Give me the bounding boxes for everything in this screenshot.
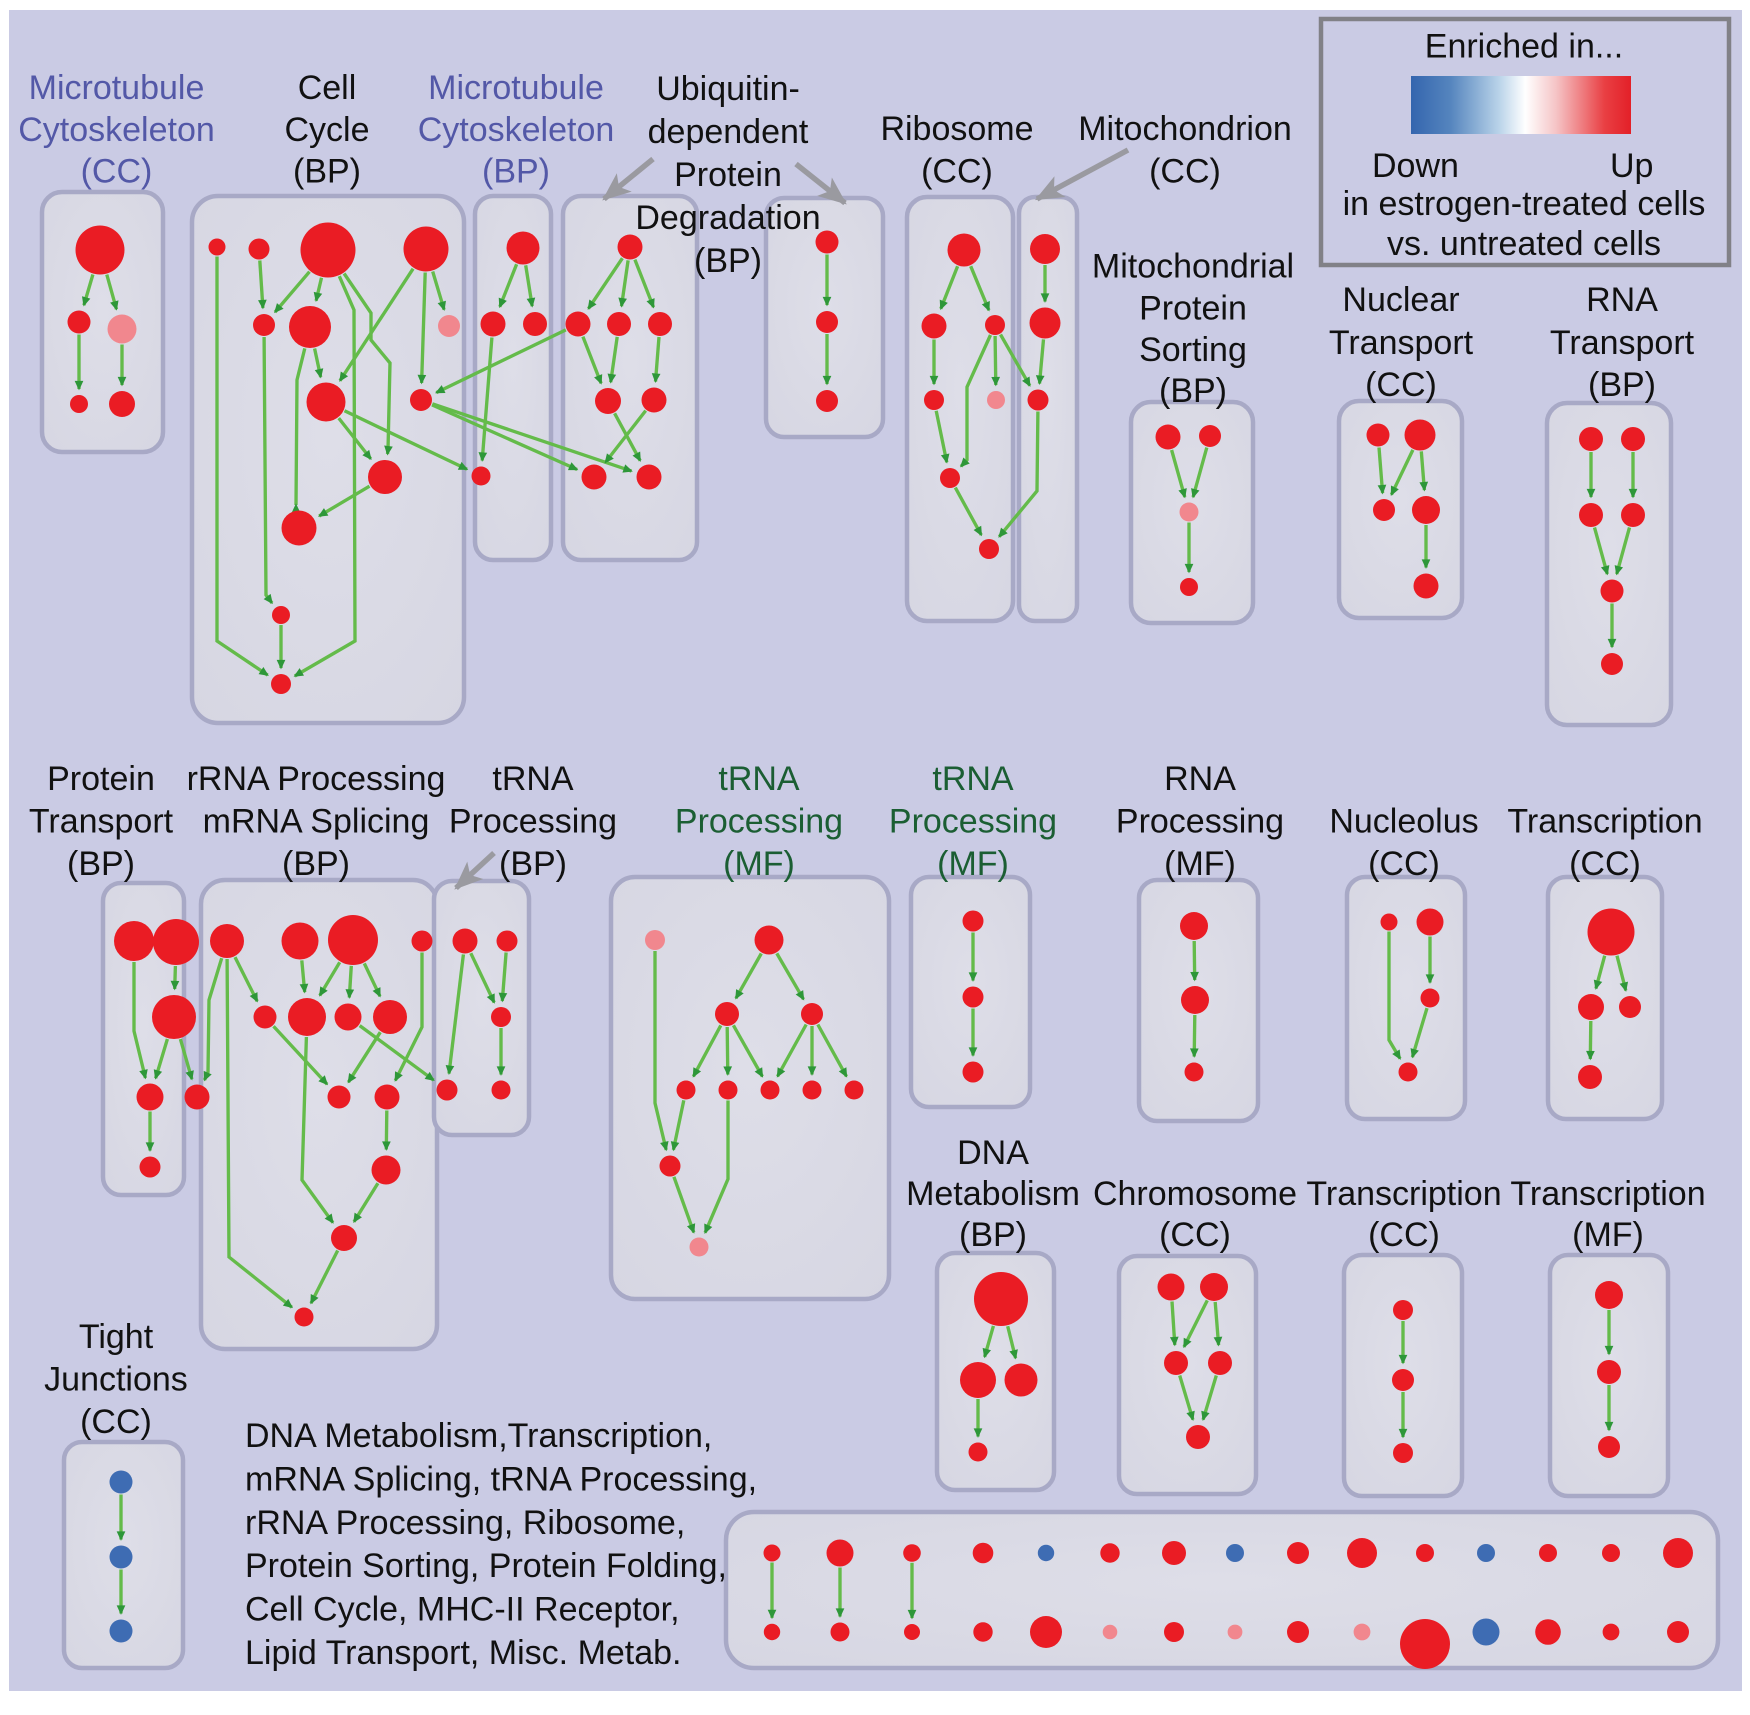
svg-text:(BP): (BP) — [482, 153, 550, 191]
svg-text:Mitochondrial: Mitochondrial — [1092, 248, 1294, 286]
svg-text:Protein: Protein — [1139, 290, 1247, 328]
svg-text:Sorting: Sorting — [1139, 331, 1247, 369]
svg-text:Enriched in...: Enriched in... — [1425, 28, 1623, 66]
svg-text:(BP): (BP) — [293, 153, 361, 191]
svg-text:Transcription: Transcription — [1510, 1175, 1705, 1213]
svg-text:tRNA: tRNA — [932, 760, 1014, 798]
svg-text:Up: Up — [1610, 147, 1653, 185]
svg-text:RNA: RNA — [1586, 281, 1658, 319]
svg-text:vs. untreated cells: vs. untreated cells — [1387, 225, 1661, 263]
svg-text:Ubiquitin-: Ubiquitin- — [656, 70, 800, 108]
svg-text:mRNA Splicing, tRNA Processing: mRNA Splicing, tRNA Processing, — [245, 1460, 757, 1498]
svg-text:Nuclear: Nuclear — [1342, 281, 1459, 319]
svg-text:Microtubule: Microtubule — [29, 69, 205, 107]
svg-text:(CC): (CC) — [1365, 366, 1437, 404]
svg-text:in estrogen-treated cells: in estrogen-treated cells — [1343, 185, 1706, 223]
svg-text:(CC): (CC) — [1368, 1216, 1440, 1254]
svg-text:(CC): (CC) — [1569, 845, 1641, 883]
svg-text:(CC): (CC) — [1149, 153, 1221, 191]
svg-text:Nucleolus: Nucleolus — [1329, 803, 1478, 841]
svg-text:(BP): (BP) — [694, 242, 762, 280]
svg-text:(CC): (CC) — [81, 153, 153, 191]
svg-text:Cycle: Cycle — [284, 111, 369, 149]
svg-text:(BP): (BP) — [1159, 372, 1227, 410]
svg-text:Cytoskeleton: Cytoskeleton — [18, 111, 215, 149]
svg-text:tRNA: tRNA — [718, 760, 800, 798]
svg-text:Chromosome: Chromosome — [1093, 1175, 1297, 1213]
svg-text:Ribosome: Ribosome — [880, 110, 1033, 148]
svg-text:(MF): (MF) — [937, 845, 1009, 883]
svg-text:(BP): (BP) — [1588, 366, 1656, 404]
svg-text:rRNA Processing, Ribosome,: rRNA Processing, Ribosome, — [245, 1504, 685, 1542]
svg-text:Lipid Transport, Misc. Metab.: Lipid Transport, Misc. Metab. — [245, 1634, 682, 1672]
svg-text:Cell Cycle, MHC-II Receptor,: Cell Cycle, MHC-II Receptor, — [245, 1591, 680, 1629]
svg-text:dependent: dependent — [648, 113, 809, 151]
svg-text:Protein Sorting, Protein Foldi: Protein Sorting, Protein Folding, — [245, 1547, 727, 1585]
svg-text:Junctions: Junctions — [44, 1361, 188, 1399]
svg-text:Transport: Transport — [1329, 324, 1474, 362]
svg-text:Processing: Processing — [1116, 803, 1284, 841]
svg-text:mRNA Splicing: mRNA Splicing — [203, 803, 430, 841]
svg-text:Down: Down — [1372, 147, 1459, 185]
svg-text:(MF): (MF) — [723, 845, 795, 883]
svg-text:Transport: Transport — [29, 803, 174, 841]
svg-text:(CC): (CC) — [921, 153, 993, 191]
svg-text:Processing: Processing — [889, 803, 1057, 841]
svg-text:(BP): (BP) — [959, 1216, 1027, 1254]
svg-text:(BP): (BP) — [67, 845, 135, 883]
svg-text:DNA: DNA — [957, 1134, 1029, 1172]
svg-text:Transcription: Transcription — [1306, 1175, 1501, 1213]
svg-text:Microtubule: Microtubule — [428, 69, 604, 107]
svg-text:(CC): (CC) — [80, 1403, 152, 1441]
svg-text:Protein: Protein — [674, 156, 782, 194]
svg-text:Transport: Transport — [1550, 324, 1695, 362]
svg-text:rRNA Processing: rRNA Processing — [187, 760, 446, 798]
svg-text:Mitochondrion: Mitochondrion — [1078, 110, 1292, 148]
svg-text:Metabolism: Metabolism — [906, 1175, 1080, 1213]
svg-text:(CC): (CC) — [1159, 1216, 1231, 1254]
svg-text:Cytoskeleton: Cytoskeleton — [418, 111, 615, 149]
svg-text:tRNA: tRNA — [492, 760, 574, 798]
svg-text:RNA: RNA — [1164, 760, 1236, 798]
svg-text:Degradation: Degradation — [635, 199, 820, 237]
svg-text:(BP): (BP) — [499, 845, 567, 883]
svg-text:Transcription: Transcription — [1507, 803, 1702, 841]
svg-text:Protein: Protein — [47, 760, 155, 798]
svg-text:DNA Metabolism,Transcription,: DNA Metabolism,Transcription, — [245, 1417, 712, 1455]
svg-text:Processing: Processing — [449, 803, 617, 841]
svg-text:(CC): (CC) — [1368, 845, 1440, 883]
svg-text:(BP): (BP) — [282, 845, 350, 883]
svg-text:Cell: Cell — [298, 69, 357, 107]
svg-text:(MF): (MF) — [1572, 1216, 1644, 1254]
svg-text:(MF): (MF) — [1164, 845, 1236, 883]
svg-text:Tight: Tight — [79, 1318, 154, 1356]
svg-text:Processing: Processing — [675, 803, 843, 841]
